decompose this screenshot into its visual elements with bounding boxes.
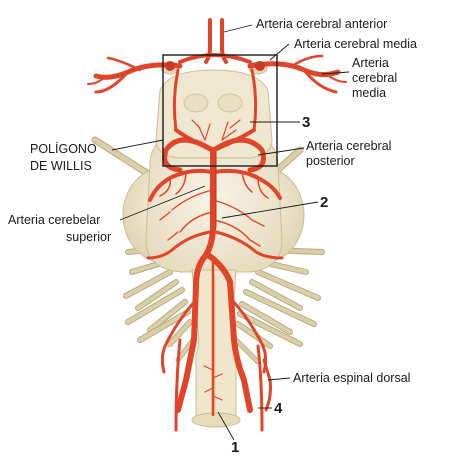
label-superior-cerebellar-2: superior <box>66 230 111 244</box>
mammillary-body-left <box>183 93 209 113</box>
arteries <box>87 18 347 432</box>
number-2: 2 <box>320 194 328 211</box>
labels: Arteria cerebral anterior Arteria cerebr… <box>8 17 417 456</box>
label-anterior-cerebral: Arteria cerebral anterior <box>256 17 387 31</box>
number-3: 3 <box>302 114 310 131</box>
cranial-nerves-right <box>233 146 325 365</box>
leader-lines <box>111 24 350 441</box>
mammillary-body-right <box>217 93 243 113</box>
label-posterior-cerebral-1: Arteria cerebral <box>306 139 391 153</box>
willis-box <box>162 54 278 167</box>
number-4: 4 <box>274 400 283 417</box>
label-willis-1: POLÍGONO <box>30 141 97 156</box>
label-middle-cerebral-right-1: Arteria <box>352 56 389 70</box>
label-dorsal-spinal: Arteria espinal dorsal <box>293 371 410 385</box>
spinal-cord-cut <box>191 412 241 428</box>
label-posterior-cerebral-2: posterior <box>306 154 355 168</box>
number-1: 1 <box>231 439 239 456</box>
label-middle-cerebral-left: Arteria cerebral media <box>294 37 417 51</box>
label-middle-cerebral-right-3: media <box>352 86 386 100</box>
label-superior-cerebellar-1: Arteria cerebelar <box>8 213 100 227</box>
label-middle-cerebral-right-2: cerebral <box>352 71 397 85</box>
label-willis-2: DE WILLIS <box>30 159 92 173</box>
